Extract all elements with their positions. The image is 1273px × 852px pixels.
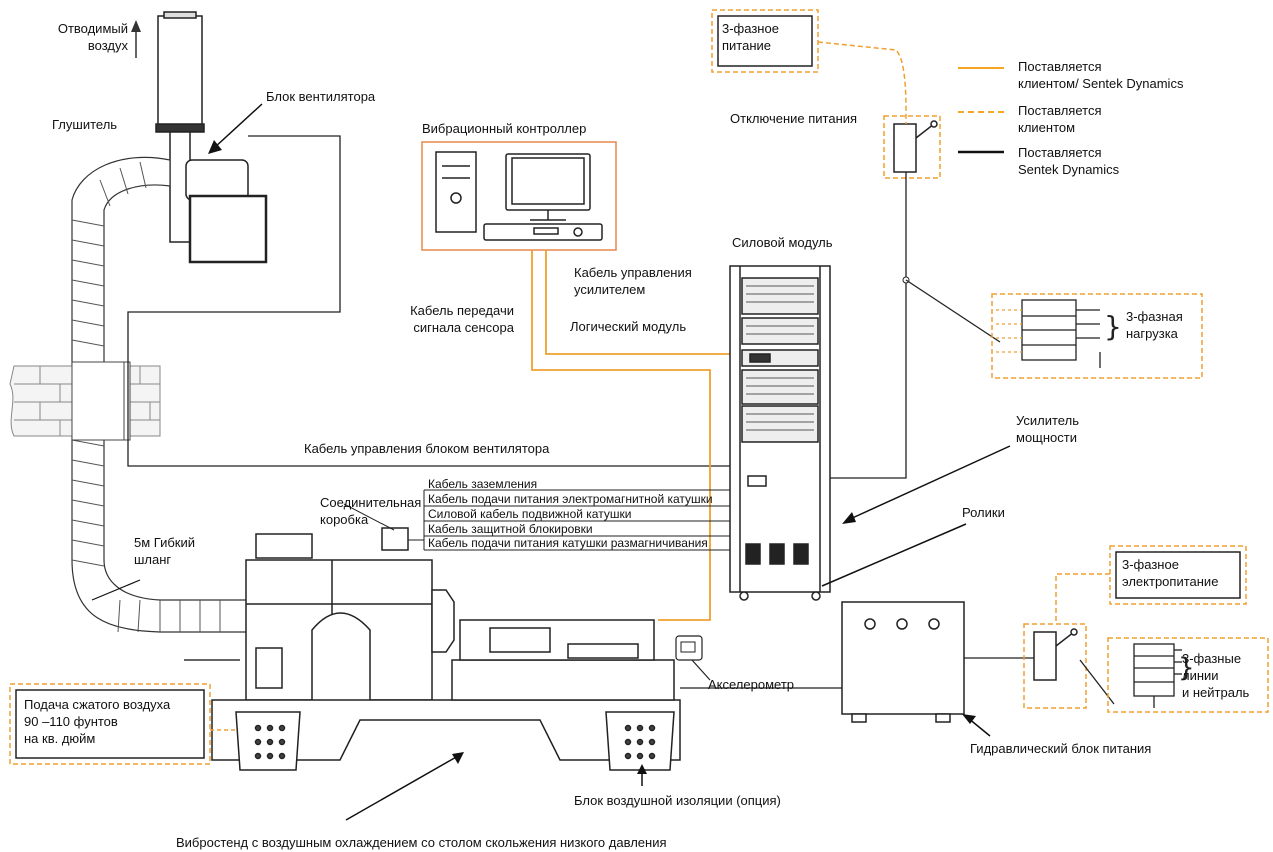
fan-control-cable-label: Кабель управления блоком вентилятора — [304, 441, 550, 456]
cable-field-coil-label: Кабель подачи питания электромагнитной к… — [428, 492, 713, 506]
supply-to-disconnect-line — [817, 41, 907, 124]
junction-box-label: Соединительная коробка — [320, 495, 422, 527]
hydraulic-unit — [841, 601, 965, 723]
load-brace-icon: } — [1104, 310, 1122, 343]
isolation-pointer-arrow-icon — [637, 764, 647, 786]
legend-solid-orange-label: Поставляется клиентом/ Sentek Dynamics — [1018, 59, 1184, 91]
air-isolation-label: Блок воздушной изоляции (опция) — [574, 793, 781, 808]
fan-unit — [169, 131, 268, 264]
three-phase-lines-label: 3-фазные линии и нейтраль — [1182, 651, 1250, 700]
hydraulic-pointer-arrow-icon — [962, 714, 991, 737]
muffler — [155, 11, 205, 133]
vibration-controller-label: Вибрационный контроллер — [422, 121, 587, 136]
lower-supply-line — [1055, 573, 1110, 624]
lower-disconnect-border — [1023, 623, 1087, 709]
junction-box-pointer — [343, 503, 395, 531]
fan-pointer-arrow-icon — [208, 103, 263, 154]
three-phase-supply-label: 3-фазное электропитание — [1122, 557, 1219, 589]
three-phase-load-box — [991, 293, 1203, 379]
amp-control-cable-label: Кабель управления усилителем — [574, 265, 692, 297]
isolation-mount-left — [235, 711, 301, 771]
fan-control-cable — [127, 135, 730, 467]
disconnect-border — [883, 115, 941, 179]
three-phase-lines-box — [1107, 637, 1269, 713]
lower-disconnect — [1033, 628, 1078, 681]
cable-bundle — [408, 489, 730, 551]
controller-border — [421, 141, 617, 251]
exhaust-arrow-icon — [131, 20, 141, 58]
junction-box — [381, 527, 409, 551]
flex-hose — [71, 156, 251, 633]
three-phase-lines — [1133, 643, 1182, 708]
amp-pointer-arrow-icon — [842, 445, 1011, 524]
shaker-body — [211, 533, 681, 761]
three-phase-supply-box — [1109, 545, 1247, 605]
exhaust-air-label: Отводимый воздух — [57, 21, 128, 53]
three-phase-power-top-box — [711, 9, 819, 73]
casters-pointer-line — [821, 523, 967, 587]
controller-pc — [435, 151, 603, 241]
sensor-cable-label: Кабель передачи сигнала сенсора — [410, 303, 514, 335]
accelerometer-border — [675, 635, 703, 661]
accelerometer-pointer — [691, 659, 711, 681]
compressed-air-box-outer — [9, 683, 211, 765]
isolation-mount-right — [605, 711, 675, 771]
three-phase-power-top-label: 3-фазное питание — [722, 21, 779, 53]
flex-hose-label: 5м Гибкий шланг — [134, 535, 196, 567]
three-phase-power-top-inner — [717, 15, 813, 67]
cable-moving-coil-label: Силовой кабель подвижной катушки — [428, 507, 632, 521]
three-phase-load — [996, 299, 1101, 368]
lower-disconnect-to-lines — [1079, 659, 1115, 705]
casters-label: Ролики — [962, 505, 1005, 520]
cable-ground-label: Кабель заземления — [428, 477, 538, 491]
muffler-label: Глушитель — [52, 117, 118, 132]
load-line — [905, 279, 1001, 343]
cable-degauss-label: Кабель подачи питания катушки размагничи… — [428, 536, 708, 550]
power-disconnect — [893, 120, 938, 173]
logic-module-label: Логический модуль — [570, 319, 687, 334]
amp-control-cable-line — [545, 250, 734, 355]
shaker-caption: Вибростенд с воздушным охлаждением со ст… — [176, 835, 667, 850]
sensor-cable-line — [531, 250, 711, 621]
compressed-air-label: Подача сжатого воздуха 90 –110 фунтов на… — [24, 697, 171, 746]
accelerometer-sensor — [680, 641, 696, 653]
disconnect-to-amp-line — [830, 172, 907, 479]
power-module-label: Силовой модуль — [732, 235, 833, 250]
power-amplifier-label: Усилитель мощности — [1016, 413, 1079, 445]
three-phase-supply-inner — [1115, 551, 1241, 599]
power-amplifier-cabinet — [729, 265, 831, 601]
hydraulic-unit-label: Гидравлический блок питания — [970, 741, 1152, 756]
three-phase-load-label: 3-фазная нагрузка — [1126, 309, 1183, 341]
compressed-air-box-inner — [15, 689, 205, 759]
accelerometer-label: Акселерометр — [708, 677, 794, 692]
cable-interlock-label: Кабель защитной блокировки — [428, 522, 593, 536]
legend-dashed-orange-label: Поставляется клиентом — [1018, 103, 1102, 135]
lines-brace-icon: } — [1178, 653, 1195, 683]
brick-wall — [9, 361, 161, 441]
hose-pointer-line — [91, 579, 141, 601]
shaker-pointer-arrow-icon — [345, 752, 464, 821]
power-disconnect-label: Отключение питания — [730, 111, 858, 126]
fan-unit-label: Блок вентилятора — [266, 89, 376, 104]
legend-solid-black-label: Поставляется Sentek Dynamics — [1018, 145, 1120, 177]
